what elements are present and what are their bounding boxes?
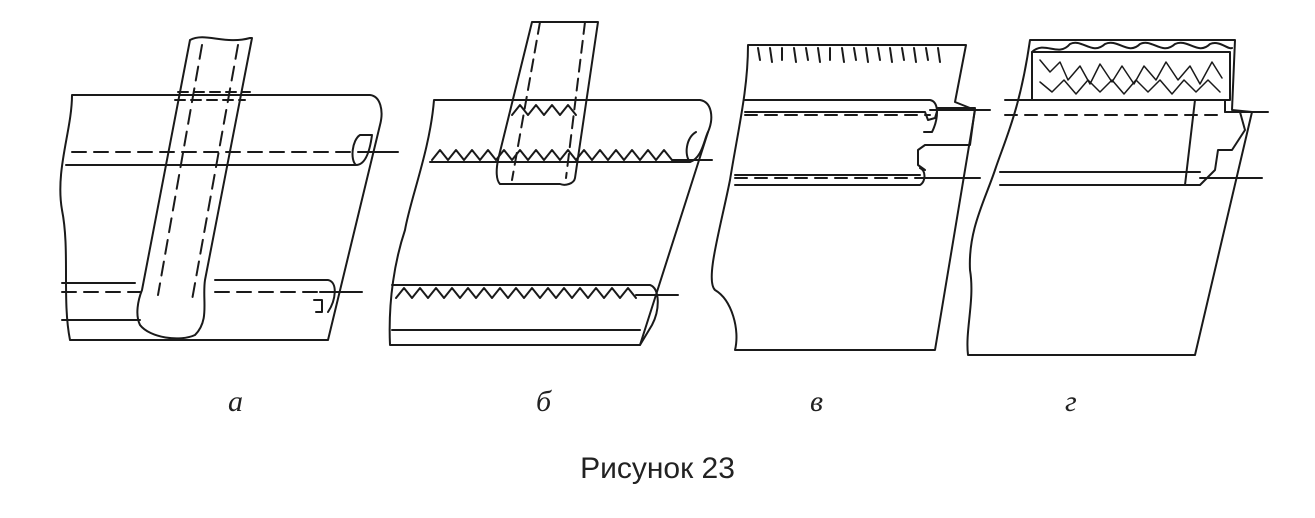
panel-b-fabric-outline (390, 100, 712, 345)
panel-g-overlock-band (1032, 52, 1230, 100)
panel-v-drawing (712, 45, 990, 350)
panel-b-lower-hem (392, 285, 658, 345)
panel-b-label: б (536, 385, 552, 418)
panel-a-upper-hem (66, 135, 372, 165)
panel-b-upper-zigzag (432, 150, 672, 160)
panel-a-fabric-outline (60, 95, 381, 340)
panel-v-fabric-outline (712, 45, 975, 350)
panel-a-drawing (60, 37, 398, 340)
panel-v-pinked-edge (758, 48, 940, 62)
figure-caption: Рисунок 23 (580, 452, 735, 485)
panel-a-binding-strip (137, 37, 252, 338)
panel-g-overlock-top (1032, 43, 1232, 52)
panel-b-drawing (390, 22, 712, 345)
panel-v-hem-upper (745, 100, 975, 170)
panel-a-label: а (228, 385, 243, 418)
panel-g-fabric-outline (967, 40, 1252, 355)
panel-a-lower-hem (62, 280, 335, 320)
panel-g-drawing (967, 40, 1268, 355)
panel-b-lower-zigzag (396, 288, 636, 298)
panel-b-strip (497, 22, 598, 185)
panel-v-label: в (810, 385, 824, 418)
panel-g-label: г (1065, 385, 1077, 418)
panel-v-hem-lower (735, 168, 925, 185)
